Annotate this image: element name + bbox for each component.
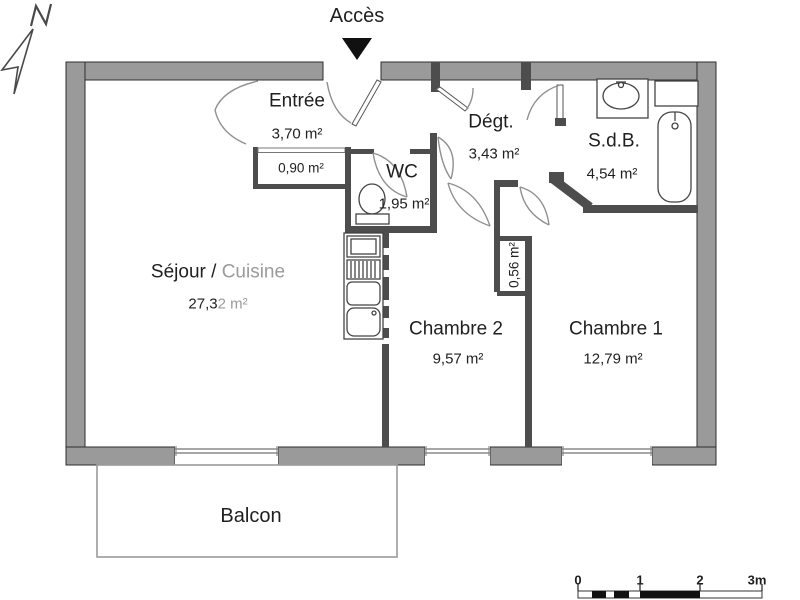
area-label-wc: 1,95 m²	[378, 195, 430, 213]
wall-diagonal	[550, 175, 593, 211]
area-label-degagement: 3,43 m²	[468, 145, 520, 163]
wall-segment	[345, 149, 374, 154]
wall-segment	[521, 62, 531, 90]
entrance-door-leaf	[351, 79, 382, 127]
room-label-sejour-light: Cuisine	[221, 261, 286, 283]
sdb-door-arc	[526, 84, 561, 121]
wall-segment	[65, 61, 86, 466]
wall-segment	[525, 236, 532, 296]
wall-segment	[253, 147, 258, 188]
sdb-door-leaf	[556, 84, 564, 122]
north-arrow-icon	[0, 3, 53, 95]
access-label: Accès	[329, 5, 385, 27]
wall-segment	[410, 149, 437, 154]
wc-door-arc	[372, 152, 408, 198]
wall-segment	[497, 236, 530, 241]
room-label-sejour-dark: Séjour /	[150, 261, 222, 283]
chambre1-door-arc	[519, 186, 550, 226]
scale-tick-label-0: 0	[574, 572, 582, 588]
doors	[214, 79, 566, 227]
balcony-outline	[96, 464, 398, 558]
sejour-window	[175, 446, 278, 466]
room-label-chambre1: Chambre 1	[569, 318, 663, 340]
kitchen-unit-icon	[343, 232, 384, 340]
closet-sliding-door	[257, 147, 346, 153]
area-label-entree: 3,70 m²	[271, 125, 323, 143]
kitchen-drainer-icon	[346, 259, 381, 280]
sejour-door-arc	[214, 80, 259, 111]
wc-door-arc	[372, 152, 408, 198]
room-label-degagement: Dégt.	[468, 111, 514, 133]
chambre1-window	[562, 446, 652, 466]
wall-segment	[253, 184, 349, 189]
scale-tick-label-1: 1	[636, 572, 644, 588]
room-label-entree: Entrée	[269, 90, 325, 112]
degagement-door-arc	[465, 87, 474, 111]
toilet-icon	[355, 183, 390, 225]
chambre2-door-arc	[447, 182, 491, 227]
wall-segment	[431, 62, 440, 92]
bathtub-icon	[657, 111, 692, 203]
interior-walls	[253, 62, 698, 447]
room-label-chambre2: Chambre 2	[409, 318, 503, 340]
room-label-sejour: Séjour / Cuisine	[151, 263, 285, 282]
sink-icon	[596, 78, 649, 119]
room-label-balcon: Balcon	[220, 505, 282, 527]
wall-segment	[583, 205, 698, 213]
scale-tick-label-3: 3m	[747, 572, 767, 588]
fixtures	[343, 78, 699, 340]
wall-segment	[696, 61, 717, 466]
access-arrow-icon	[342, 38, 372, 60]
sdb-door-hinge	[555, 118, 566, 126]
wall-segment	[277, 446, 426, 466]
chambre2-door-arc	[447, 182, 491, 227]
wc-door-arc	[437, 136, 454, 180]
wc-door-arc	[437, 136, 452, 180]
kitchen-sink-icon	[346, 281, 381, 306]
room-label-wc: WC	[386, 161, 418, 183]
entrance-door-arc	[326, 81, 352, 124]
room-label-sdb: S.d.B.	[588, 130, 640, 152]
wall-segment	[382, 226, 389, 447]
area-label-chambre2: 9,57 m²	[432, 350, 484, 368]
area-label-chambre-closet: 0,56 m²	[506, 242, 522, 288]
wall-segment	[65, 446, 176, 466]
area-label-chambre1: 12,79 m²	[583, 350, 643, 368]
windows	[175, 446, 652, 466]
kitchen-sink-icon	[346, 307, 381, 337]
wall-segment	[345, 147, 351, 233]
wall-segment	[525, 291, 532, 447]
area-label-sejour-light: 2 m²	[217, 295, 248, 313]
area-label-sdb: 4,54 m²	[586, 165, 638, 183]
sejour-door-arc	[214, 109, 247, 145]
wall-segment	[494, 180, 518, 187]
chambre1-door-arc	[519, 186, 550, 226]
wall-segment	[497, 291, 532, 296]
wall-segment	[430, 133, 437, 233]
wall-segment	[345, 226, 437, 233]
wall-segment	[489, 446, 563, 466]
scale-tick-label-2: 2	[696, 572, 704, 588]
degagement-door-leaf	[435, 86, 469, 112]
area-label-entree-closet: 0,90 m²	[278, 160, 324, 176]
chambre2-window	[425, 446, 490, 466]
washer-icon	[654, 80, 699, 107]
scale-bar	[577, 584, 763, 599]
area-label-sejour-dark: 27,3	[188, 295, 218, 313]
wall-segment	[651, 446, 717, 466]
wall-segment	[65, 61, 324, 81]
area-label-sejour: 27,32 m²	[188, 297, 247, 312]
